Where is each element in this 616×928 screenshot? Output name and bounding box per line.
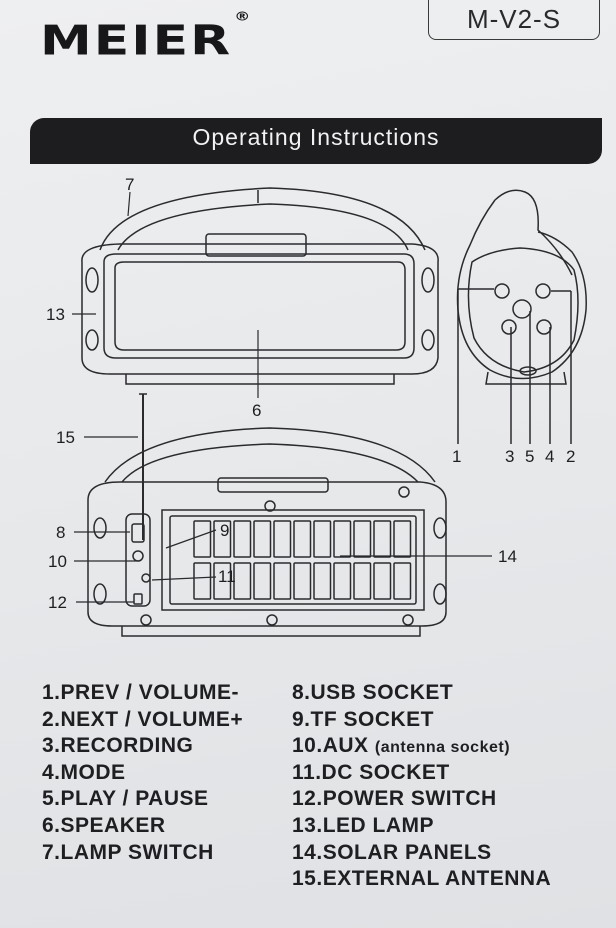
solar-cell [293,562,312,600]
legend-item: 11.DC SOCKET [292,760,450,784]
back-view [87,393,447,637]
aux-label: 10.AUX [292,734,369,758]
callout-5: 5 [525,447,534,466]
aux-note: (antenna socket) [374,739,511,757]
legend-item: 4.MODE [42,760,126,784]
callout-13: 13 [46,305,65,324]
solar-cell [273,520,292,558]
back-body [87,481,447,627]
solar-cell [213,562,232,600]
button-record [501,319,517,335]
button-prev [494,283,510,299]
solar-cell [333,562,352,600]
model-box: M-V2-S [428,0,600,40]
front-view [81,187,439,385]
button-play [512,299,532,319]
speaker-grill [103,253,415,359]
banner-title: Operating Instructions [192,124,440,150]
callout-14: 14 [498,547,517,566]
front-body [81,243,439,375]
solar-panel [161,509,425,611]
solar-cell [353,520,372,558]
title-banner: Operating Instructions [30,118,602,164]
solar-cell [353,562,372,600]
legend-item: 1.PREV / VOLUME- [42,681,240,704]
model-number: M-V2-S [466,4,562,34]
solar-cell [313,562,332,600]
legend-item: 8.USB SOCKET [292,681,454,704]
callout-7: 7 [125,175,134,194]
callout-8: 8 [56,523,65,542]
legend-item: 7.LAMP SWITCH [42,840,214,864]
solar-cell [313,520,332,558]
callout-numbers: 7 13 6 1 3 5 4 2 15 8 9 10 11 12 14 [46,175,575,612]
solar-cell [273,562,292,600]
brand-logo: MEIER® [40,8,252,65]
legend-item: 9.TF SOCKET [292,707,435,731]
solar-cell [373,520,392,558]
legend-left: 1.PREV / VOLUME- 2.NEXT / VOLUME+ 3.RECO… [42,680,243,866]
side-view [456,189,587,444]
solar-cell [393,562,412,600]
callout-1: 1 [452,447,461,466]
callout-10: 10 [48,552,67,571]
registered-mark: ® [234,8,253,24]
solar-cell [193,562,212,600]
button-next [535,283,551,299]
product-diagram: 7 13 6 1 3 5 4 2 15 8 9 10 11 12 14 [46,175,587,637]
legend-item-aux: 10.AUX (antenna socket) [292,733,551,760]
legend-item: 3.RECORDING [42,734,194,758]
solar-cell [393,520,412,558]
solar-cell [233,562,252,600]
button-mode [536,319,552,335]
callout-6: 6 [252,401,261,420]
legend-item: 2.NEXT / VOLUME+ [42,707,244,731]
legend-item: 6.SPEAKER [42,813,166,837]
legend-right: 8.USB SOCKET 9.TF SOCKET 10.AUX (antenna… [292,680,551,893]
solar-cell [193,520,212,558]
legend-item: 14.SOLAR PANELS [292,840,492,864]
front-handle [99,187,426,251]
callout-9: 9 [220,521,229,540]
leader-lines [72,191,492,603]
solar-cell [253,562,272,600]
solar-cell [293,520,312,558]
socket-panel [125,513,151,607]
side-handle [494,189,573,276]
solar-cell [213,520,232,558]
callout-12: 12 [48,593,67,612]
legend-item: 5.PLAY / PAUSE [42,787,209,811]
callout-11: 11 [218,567,236,586]
callout-2: 2 [566,447,575,466]
callout-15: 15 [56,428,75,447]
callout-4: 4 [545,447,554,466]
back-handle [104,427,436,483]
solar-cell [373,562,392,600]
solar-cell [233,520,252,558]
speaker-grill-inner [114,261,406,351]
brand-name: MEIER [40,18,233,65]
side-panel [467,247,579,373]
front-handle-inner [117,203,409,251]
legend-item: 12.POWER SWITCH [292,787,497,811]
legend-item: 15.EXTERNAL ANTENNA [292,867,552,891]
solar-cell [253,520,272,558]
front-top-plate [205,233,307,257]
legend-item: 13.LED LAMP [292,813,435,837]
solar-cell [333,520,352,558]
callout-3: 3 [505,447,514,466]
